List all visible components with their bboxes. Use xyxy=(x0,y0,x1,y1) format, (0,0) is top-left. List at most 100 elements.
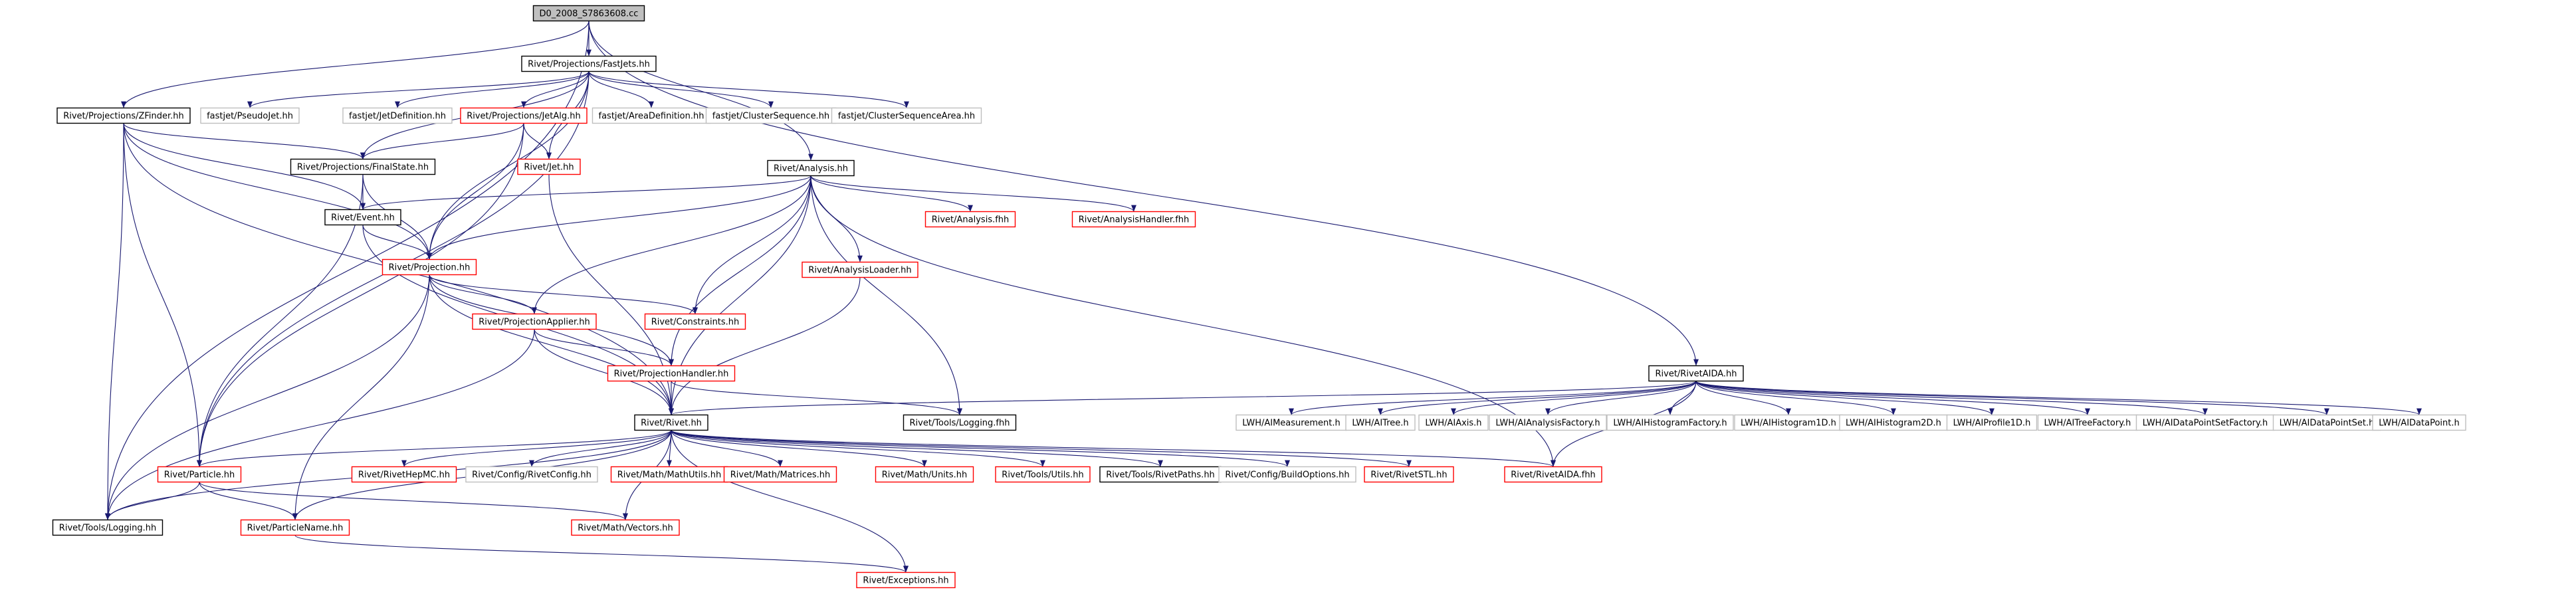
node-label: Rivet/RivetSTL.hh xyxy=(1370,470,1447,480)
node-label: Rivet/Particle.hh xyxy=(164,470,235,480)
node-label: fastjet/ClusterSequence.hh xyxy=(712,112,829,122)
node-box xyxy=(465,466,598,483)
node-rivet-constraints-hh[interactable]: Rivet/Constraints.hh xyxy=(644,313,746,330)
node-rivet-rivetaida-hh[interactable]: Rivet/RivetAIDA.hh xyxy=(1648,365,1744,382)
node-rivet-math-matrices-hh[interactable]: Rivet/Math/Matrices.hh xyxy=(723,466,837,483)
node-label: Rivet/Exceptions.hh xyxy=(863,576,948,586)
edge-rivet-to-units xyxy=(671,430,927,467)
node-label: Rivet/Analysis.hh xyxy=(774,164,848,174)
node-rivet-jet-hh[interactable]: Rivet/Jet.hh xyxy=(517,158,581,175)
node-box xyxy=(1946,414,2038,431)
node-box xyxy=(157,466,242,483)
edge-rivet-to-particle xyxy=(197,430,672,467)
node-label: Rivet/Tools/Logging.hh xyxy=(59,524,156,534)
node-rivet-exceptions-hh[interactable]: Rivet/Exceptions.hh xyxy=(856,571,956,589)
node-rivet-rivetstl-hh[interactable]: Rivet/RivetSTL.hh xyxy=(1364,466,1454,483)
node-label: Rivet/Projections/ZFinder.hh xyxy=(63,112,184,122)
node-box xyxy=(1071,211,1196,228)
node-label: LWH/AIAxis.h xyxy=(1425,419,1481,429)
node-rivet-rivetaida-fhh[interactable]: Rivet/RivetAIDA.fhh xyxy=(1504,466,1602,483)
node-label: Rivet/ParticleName.hh xyxy=(247,524,344,534)
node-label: Rivet/Tools/Logging.fhh xyxy=(910,419,1010,429)
node-rivet-rivethepmc-hh[interactable]: Rivet/RivetHepMC.hh xyxy=(351,466,457,483)
edge-jetalg-to-particle xyxy=(197,123,524,467)
edge-analysis-to-analysisfhh xyxy=(810,175,973,212)
node-rivet-projections-zfinder-hh[interactable]: Rivet/Projections/ZFinder.hh xyxy=(56,107,191,124)
edge-fastjets-to-projection xyxy=(427,71,590,260)
node-rivet-rivet-hh[interactable]: Rivet/Rivet.hh xyxy=(634,414,708,431)
node-box xyxy=(472,313,597,330)
node-layer: D0_2008_S7863608.ccRivet/Projections/Fas… xyxy=(52,5,2466,589)
node-box xyxy=(2372,414,2466,431)
node-label: Rivet/ProjectionApplier.hh xyxy=(479,318,590,328)
node-rivet-math-vectors-hh[interactable]: Rivet/Math/Vectors.hh xyxy=(571,519,680,536)
node-rivet-particlename-hh[interactable]: Rivet/ParticleName.hh xyxy=(240,519,350,536)
edge-analysisloader-to-rivet xyxy=(669,277,861,415)
edge-rivetaida-to-iprofile1d xyxy=(1695,381,1994,415)
node-box xyxy=(831,107,982,124)
node-d0-2008-s7863608-cc[interactable]: D0_2008_S7863608.cc xyxy=(532,5,645,22)
node-rivet-projections-jetalg-hh[interactable]: Rivet/Projections/JetAlg.hh xyxy=(460,107,588,124)
node-label: Rivet/Math/MathUtils.hh xyxy=(617,470,721,480)
node-label: fastjet/ClusterSequenceArea.hh xyxy=(838,112,975,122)
edge-zfinder-to-event xyxy=(123,123,366,210)
node-box xyxy=(342,107,453,124)
node-box xyxy=(856,571,956,589)
edge-rivet-to-exceptions xyxy=(671,430,909,573)
edge-projection-to-rivet xyxy=(429,274,674,415)
node-rivet-projectionapplier-hh[interactable]: Rivet/ProjectionApplier.hh xyxy=(472,313,597,330)
node-box xyxy=(351,466,457,483)
node-box xyxy=(532,5,645,22)
node-rivet-projections-fastjets-hh[interactable]: Rivet/Projections/FastJets.hh xyxy=(521,55,657,72)
node-rivet-particle-hh[interactable]: Rivet/Particle.hh xyxy=(157,466,242,483)
edge-projapplier-to-toolslog2 xyxy=(105,329,535,520)
node-fastjet-pseudojet-hh: fastjet/PseudoJet.hh xyxy=(200,107,300,124)
edge-particle-to-toolslog2 xyxy=(105,482,200,520)
edge-fastjets-to-jetdef xyxy=(395,71,590,108)
edge-analysis-to-rivetaidafhh xyxy=(810,175,1556,467)
edge-particlename-to-exceptions xyxy=(294,535,909,573)
node-rivet-analysisloader-hh[interactable]: Rivet/AnalysisLoader.hh xyxy=(802,261,918,278)
edge-zfinder-to-toolslog2 xyxy=(105,123,124,520)
edge-zfinder-to-projection xyxy=(123,123,432,260)
node-box xyxy=(52,519,163,536)
edge-rivet-to-hepmc xyxy=(401,430,672,467)
edge-analysis-to-projhandler xyxy=(669,175,811,366)
node-rivet-tools-rivetpaths-hh[interactable]: Rivet/Tools/RivetPaths.hh xyxy=(1099,466,1222,483)
node-label: fastjet/AreaDefinition.hh xyxy=(599,112,704,122)
node-label: Rivet/Rivet.hh xyxy=(641,419,702,429)
edge-rivetaida-to-idp xyxy=(1695,381,2422,415)
node-fastjet-clustersequencearea-hh: fastjet/ClusterSequenceArea.hh xyxy=(831,107,982,124)
node-box xyxy=(607,365,736,382)
node-rivet-analysis-fhh[interactable]: Rivet/Analysis.fhh xyxy=(924,211,1016,228)
node-rivet-projectionhandler-hh[interactable]: Rivet/ProjectionHandler.hh xyxy=(607,365,736,382)
edge-projection-to-constraints xyxy=(429,274,698,314)
node-box xyxy=(1648,365,1744,382)
node-rivet-math-units-hh[interactable]: Rivet/Math/Units.hh xyxy=(875,466,974,483)
node-rivet-projection-hh[interactable]: Rivet/Projection.hh xyxy=(381,258,477,276)
edge-analysis-to-toolslog1 xyxy=(810,175,962,415)
node-label: LWH/AITreeFactory.h xyxy=(2044,419,2131,429)
edge-rivetaida-to-itreefactory xyxy=(1695,381,2090,415)
node-box xyxy=(802,261,918,278)
node-rivet-analysishandler-fhh[interactable]: Rivet/AnalysisHandler.fhh xyxy=(1071,211,1196,228)
node-rivet-math-mathutils-hh[interactable]: Rivet/Math/MathUtils.hh xyxy=(610,466,728,483)
node-rivet-projections-finalstate-hh[interactable]: Rivet/Projections/FinalState.hh xyxy=(290,158,436,175)
node-label: Rivet/RivetAIDA.hh xyxy=(1655,369,1737,379)
node-rivet-analysis-hh[interactable]: Rivet/Analysis.hh xyxy=(767,159,855,177)
node-rivet-event-hh[interactable]: Rivet/Event.hh xyxy=(324,209,401,226)
node-box xyxy=(1218,466,1356,483)
node-lwh-aidatapointset-h: LWH/AIDataPointSet.h xyxy=(2272,414,2381,431)
edge-rivetaida-to-rivet xyxy=(669,381,1697,415)
node-label: Rivet/AnalysisLoader.hh xyxy=(808,266,911,276)
node-box xyxy=(240,519,350,536)
node-box xyxy=(903,414,1017,431)
node-rivet-tools-logging-fhh[interactable]: Rivet/Tools/Logging.fhh xyxy=(903,414,1017,431)
node-label: Rivet/Config/RivetConfig.hh xyxy=(472,470,591,480)
node-box xyxy=(381,258,477,276)
node-label: Rivet/Projection.hh xyxy=(389,263,471,273)
node-label: Rivet/Tools/RivetPaths.hh xyxy=(1106,470,1215,480)
node-rivet-tools-logging-hh[interactable]: Rivet/Tools/Logging.hh xyxy=(52,519,163,536)
node-rivet-tools-utils-hh[interactable]: Rivet/Tools/Utils.hh xyxy=(995,466,1091,483)
